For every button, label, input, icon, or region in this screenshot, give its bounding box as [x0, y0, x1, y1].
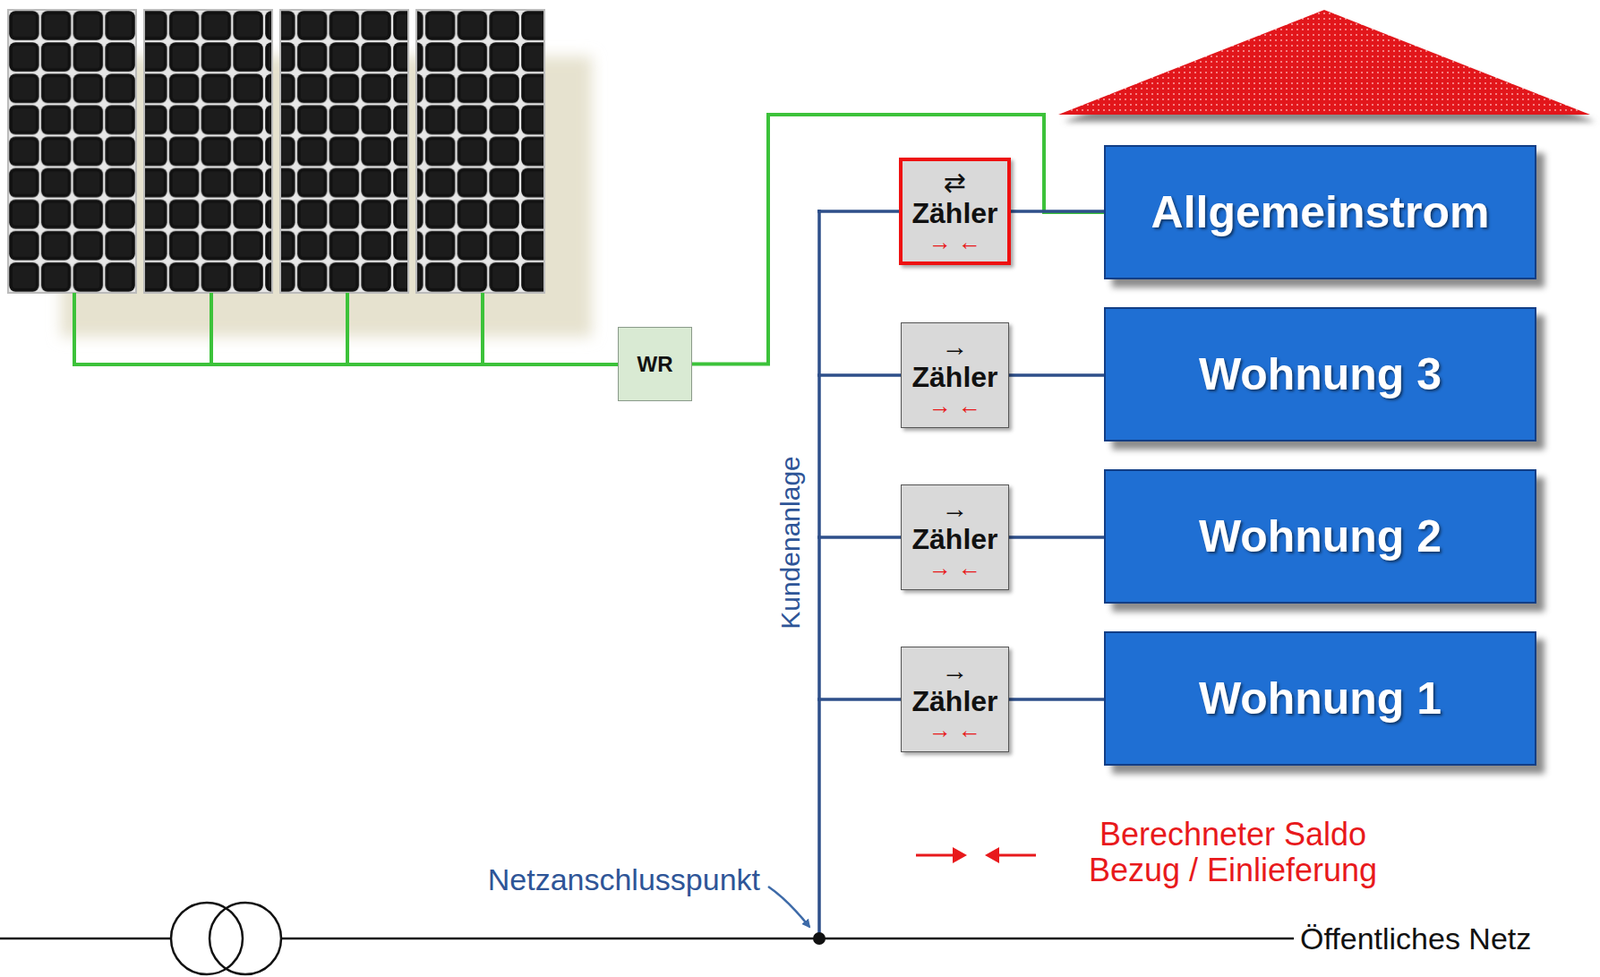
node-text: → ←	[928, 230, 982, 255]
node-text: WR	[637, 351, 674, 377]
transformer-coil	[209, 902, 282, 975]
node-text: Zähler	[911, 522, 998, 557]
dc-wire	[480, 292, 485, 365]
node-text: Zähler	[911, 196, 998, 231]
node-text: → ←	[928, 556, 982, 581]
solar-panel	[280, 9, 409, 293]
consumer-box: Allgemeinstrom	[1103, 145, 1537, 280]
region-label: Kundenanlage	[775, 455, 806, 630]
legend-arrows	[915, 847, 1036, 864]
roof	[1058, 9, 1591, 115]
node-text: Zähler	[911, 360, 998, 394]
meter-wire	[1009, 697, 1104, 702]
legend-entry: Berechneter Saldo Bezug / Einlieferung	[1067, 816, 1399, 888]
label-text: Kundenanlage	[775, 455, 805, 630]
grid-wire	[0, 937, 172, 941]
grid-line	[0, 902, 1294, 975]
meter-box: →Zähler→ ←	[900, 484, 1010, 591]
solar-panel	[144, 9, 273, 293]
bus-line	[817, 209, 822, 939]
ac-feed-wire	[692, 114, 1104, 365]
grid-label: Öffentliches Netz	[1300, 921, 1532, 957]
arrow-right	[915, 854, 957, 857]
node-text: ⇄	[943, 168, 967, 197]
dc-wire	[72, 292, 77, 365]
consumer-box: Wohnung 3	[1103, 307, 1537, 442]
node-text: →	[941, 332, 969, 361]
bus-stub	[817, 209, 901, 214]
bus-stub	[817, 535, 901, 540]
callout-label: Netzanschlusspunkt	[487, 862, 761, 898]
node-text: Wohnung 2	[1198, 510, 1442, 563]
inverter-box: WR	[617, 326, 693, 402]
dc-wiring	[72, 292, 618, 365]
solar-panels	[8, 9, 545, 293]
arrow-left	[995, 854, 1036, 857]
node-text: Allgemeinstrom	[1151, 186, 1490, 239]
solar-panel	[416, 9, 545, 293]
dc-wire	[345, 292, 350, 365]
node-text: →	[941, 656, 969, 685]
meter-box: →Zähler→ ←	[900, 322, 1010, 428]
leader-line	[768, 886, 810, 927]
label-text: Öffentliches Netz	[1300, 921, 1532, 956]
solar-panel	[8, 9, 137, 293]
meter-box: →Zähler→ ←	[900, 646, 1010, 753]
dc-wire	[209, 292, 214, 365]
dc-wire	[72, 362, 618, 367]
node-text: Zähler	[911, 684, 998, 719]
meter-wire	[1009, 535, 1104, 540]
arrow-head	[984, 847, 1000, 864]
consumer-box: Wohnung 1	[1103, 631, 1537, 766]
node-text: Wohnung 3	[1198, 348, 1442, 401]
bidirectional-meter: ⇄Zähler→ ←	[898, 157, 1011, 266]
bus-stub	[817, 697, 901, 702]
node-text: Wohnung 1	[1198, 672, 1442, 725]
node-text: → ←	[928, 718, 982, 743]
arrow-head	[952, 847, 967, 864]
grid-wire	[281, 937, 1294, 941]
node-text: →	[941, 494, 969, 523]
legend-text: Berechneter Saldo Bezug / Einlieferung	[1088, 815, 1378, 889]
node-text: → ←	[928, 393, 982, 419]
connection-point-dot	[812, 932, 826, 945]
meter-wire	[1010, 209, 1104, 214]
consumer-box: Wohnung 2	[1103, 469, 1537, 604]
label-text: Netzanschlusspunkt	[487, 862, 761, 897]
transformer-coil	[171, 902, 243, 975]
meter-wire	[1009, 373, 1104, 377]
bus-stub	[817, 373, 901, 377]
bus-bar	[817, 209, 901, 939]
